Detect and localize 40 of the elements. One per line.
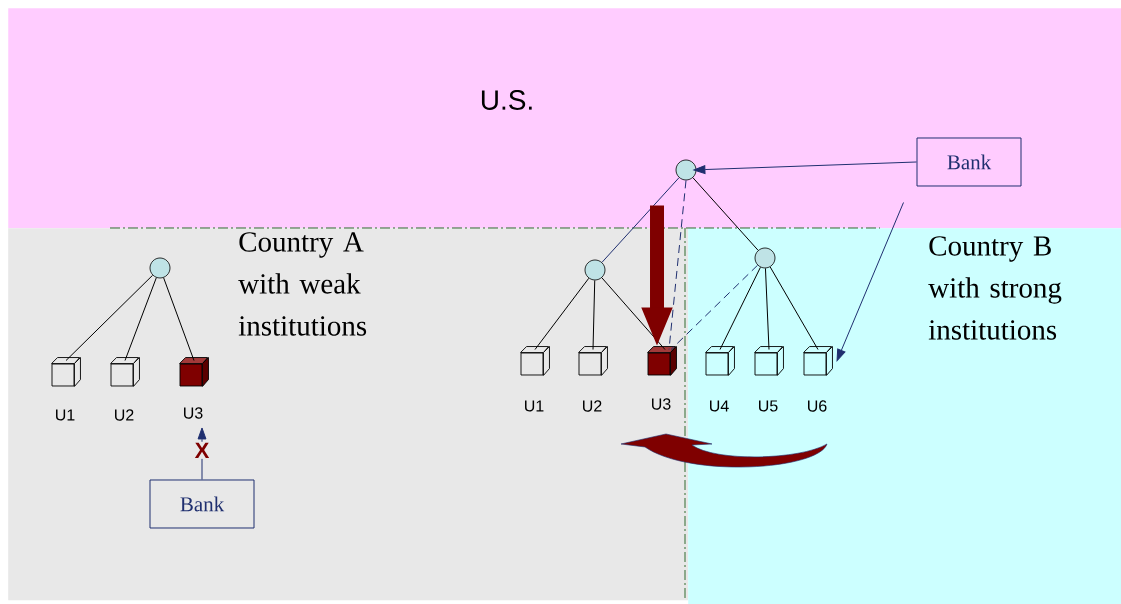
unit-label: U1 xyxy=(56,409,75,421)
circle-node xyxy=(754,247,776,269)
connector xyxy=(719,266,761,351)
cube-icon xyxy=(110,357,140,387)
unit-label: U1 xyxy=(525,400,544,412)
connector xyxy=(534,277,590,351)
cube-icon xyxy=(520,346,550,376)
bank-box: Bank xyxy=(916,137,1022,187)
cube-icon xyxy=(803,346,833,376)
unit-label: U4 xyxy=(710,400,729,412)
unit-label: U2 xyxy=(115,409,134,421)
connector xyxy=(668,179,687,351)
cube-icon xyxy=(179,357,209,387)
circle-node xyxy=(675,159,697,181)
cube-icon xyxy=(705,346,735,376)
connector xyxy=(163,277,195,362)
cube-icon xyxy=(578,346,608,376)
connector xyxy=(601,177,680,263)
connector xyxy=(764,267,770,351)
connector xyxy=(769,266,819,351)
unit-label: U5 xyxy=(759,400,778,412)
unit-label: U3 xyxy=(652,398,671,410)
cube-icon xyxy=(51,357,81,387)
unit-label: U6 xyxy=(808,400,827,412)
circle-node xyxy=(584,259,606,281)
cube-icon xyxy=(647,346,677,376)
cube-icon xyxy=(754,346,784,376)
unit-label: U2 xyxy=(583,400,602,412)
connector xyxy=(65,274,154,362)
connector xyxy=(592,279,596,351)
unit-label: U3 xyxy=(184,407,203,419)
connector xyxy=(692,177,759,251)
connector xyxy=(601,277,666,351)
connector xyxy=(197,427,207,480)
connector xyxy=(124,277,157,362)
circle-node xyxy=(149,257,171,279)
connector xyxy=(693,161,917,174)
bank-box: Bank xyxy=(149,479,255,529)
connector xyxy=(836,202,904,362)
connector xyxy=(670,264,759,351)
